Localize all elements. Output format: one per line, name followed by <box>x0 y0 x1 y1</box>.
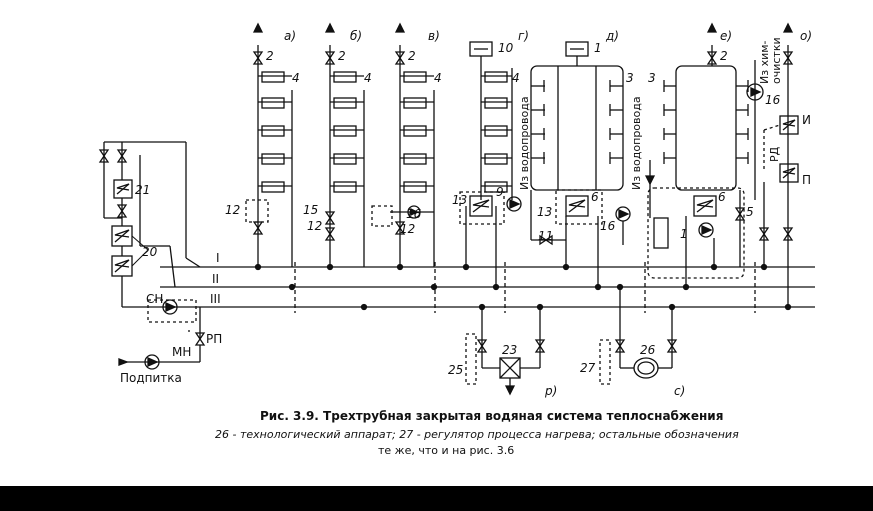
heat-source <box>98 141 206 370</box>
section-label-o: о) <box>800 29 812 43</box>
num-23: 23 <box>502 343 517 357</box>
label-vodoprovod-g: Из водопровода <box>518 96 531 190</box>
bottom-bar <box>0 486 873 511</box>
section-label-d: д) <box>605 29 619 43</box>
riser-a <box>245 22 296 291</box>
num-4-v: 4 <box>434 71 442 85</box>
heater-21 <box>113 179 133 199</box>
label-i: И <box>802 113 811 127</box>
num-4-a: 4 <box>292 71 300 85</box>
section-label-b: б) <box>350 29 362 43</box>
section-label-r: р) <box>544 384 557 398</box>
riser-e <box>644 22 749 291</box>
line-label-i: I <box>216 251 220 265</box>
num-5: 5 <box>746 205 754 219</box>
num-13-g: 13 <box>452 193 467 207</box>
label-sn: СН <box>146 292 163 306</box>
pump-sn-icon <box>162 299 178 315</box>
line-label-iii: III <box>210 292 221 306</box>
heater-6-e <box>693 195 717 217</box>
num-11: 11 <box>538 229 553 243</box>
num-26: 26 <box>640 343 656 357</box>
riser-b <box>324 22 368 311</box>
riser-g <box>459 41 522 291</box>
num-1-e: 1 <box>680 227 688 241</box>
num-1-d: 1 <box>594 41 602 55</box>
num-10: 10 <box>498 41 514 55</box>
num-2-a: 2 <box>266 49 274 63</box>
num-4-g: 4 <box>512 71 520 85</box>
num-9: 9 <box>496 185 504 199</box>
valve-icon <box>98 149 110 158</box>
section-label-v: в) <box>428 29 440 43</box>
line-label-ii: II <box>212 272 219 286</box>
num-6-d: 6 <box>591 190 599 204</box>
num-6-e: 6 <box>718 190 726 204</box>
section-label-s: с) <box>674 384 685 398</box>
num-16-o: 16 <box>765 93 781 107</box>
heater-6-d <box>565 195 589 217</box>
pump-mn-icon <box>144 354 160 370</box>
num-13-d: 13 <box>537 205 552 219</box>
pump-16 <box>746 83 764 101</box>
label-rd: РД <box>768 146 781 162</box>
caption-line-2: 26 - технологический аппарат; 27 - регул… <box>215 428 739 441</box>
num-16-d: 16 <box>600 219 616 233</box>
num-16-v: 16 <box>406 207 422 221</box>
num-3-d: 3 <box>626 71 634 85</box>
num-27: 27 <box>580 361 596 375</box>
heater-p <box>779 163 799 183</box>
section-label-e: е) <box>720 29 732 43</box>
heater-13 <box>469 195 493 217</box>
valve-rp-icon <box>194 332 206 341</box>
label-rp: РП <box>206 332 222 346</box>
heating-system-diagram: I II III <box>98 22 815 457</box>
num-15: 15 <box>303 203 318 217</box>
num-4-b: 4 <box>364 71 372 85</box>
caption-line-3: те же, что и на рис. 3.6 <box>378 444 514 457</box>
label-p: П <box>802 173 811 187</box>
num-12-b: 12 <box>307 219 322 233</box>
consumer-r <box>465 303 546 396</box>
label-khim-2: очистки <box>770 37 783 84</box>
num-2-v: 2 <box>408 49 416 63</box>
caption-title: Рис. 3.9. Трехтрубная закрытая водяная с… <box>260 409 723 423</box>
heater-i <box>779 115 799 135</box>
label-20: 20 <box>142 245 158 259</box>
consumer-s <box>599 283 678 385</box>
riser-v <box>371 22 438 291</box>
label-21: 21 <box>135 183 150 197</box>
num-2-b: 2 <box>338 49 346 63</box>
num-12-v: 12 <box>400 222 415 236</box>
label-podpitka: Подпитка <box>120 371 182 385</box>
riser-o <box>746 22 799 311</box>
storage-tank <box>653 217 669 249</box>
num-3-e: 3 <box>648 71 656 85</box>
label-vodoprovod-e: Из водопровода <box>630 96 643 190</box>
riser-d <box>530 41 631 291</box>
label-mn: МН <box>172 345 191 359</box>
main-lines <box>160 262 815 313</box>
apparatus-26 <box>633 357 659 379</box>
num-25: 25 <box>448 363 463 377</box>
section-label-g: г) <box>518 29 529 43</box>
num-12-a: 12 <box>225 203 240 217</box>
num-2-e: 2 <box>720 49 728 63</box>
label-khim-1: Из хим- <box>758 40 771 84</box>
section-label-a: а) <box>284 29 296 43</box>
